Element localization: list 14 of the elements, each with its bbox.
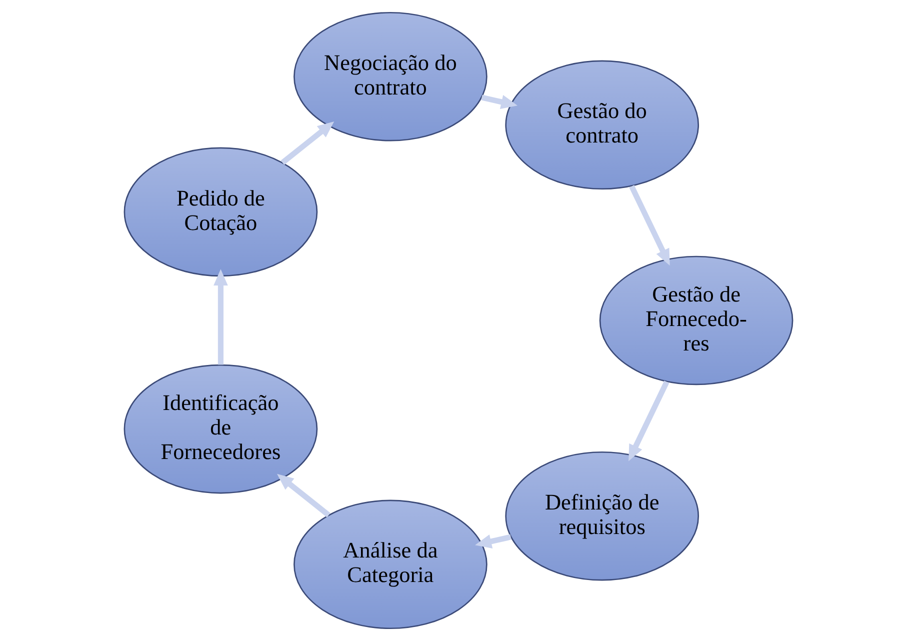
arrow	[480, 94, 518, 109]
node-ellipse: Análise da Categoria	[293, 500, 487, 630]
arrow	[474, 534, 511, 548]
arrow	[628, 380, 669, 462]
node-ellipse: Identificação de Fornecedores	[123, 364, 318, 494]
node-ellipse: Negociação do contrato	[293, 12, 487, 142]
node-ellipse: Definição de requisitos	[504, 451, 699, 581]
arrow	[213, 269, 228, 365]
node-ellipse: Pedido de Cotação	[123, 147, 318, 277]
arrow	[276, 474, 330, 518]
node-ellipse: Gestão de Fornecedo- res	[598, 256, 793, 386]
node-ellipse: Gestão do contrato	[504, 60, 699, 190]
arrow	[280, 121, 334, 165]
arrow	[628, 185, 670, 266]
